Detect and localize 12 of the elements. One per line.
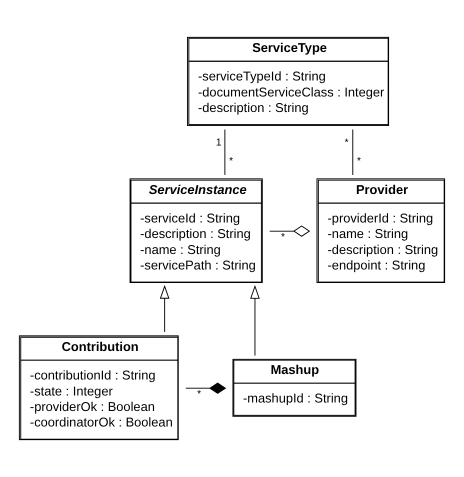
label: * (357, 156, 361, 168)
connector (269, 225, 310, 237)
label: * (229, 156, 234, 168)
arrow (250, 284, 260, 356)
connector (352, 129, 354, 176)
label: 1 (216, 137, 222, 148)
connector (224, 129, 226, 176)
label: * (281, 232, 285, 243)
label: * (197, 388, 202, 400)
arrow (160, 284, 170, 332)
label: * (344, 137, 349, 148)
connector (185, 382, 226, 394)
